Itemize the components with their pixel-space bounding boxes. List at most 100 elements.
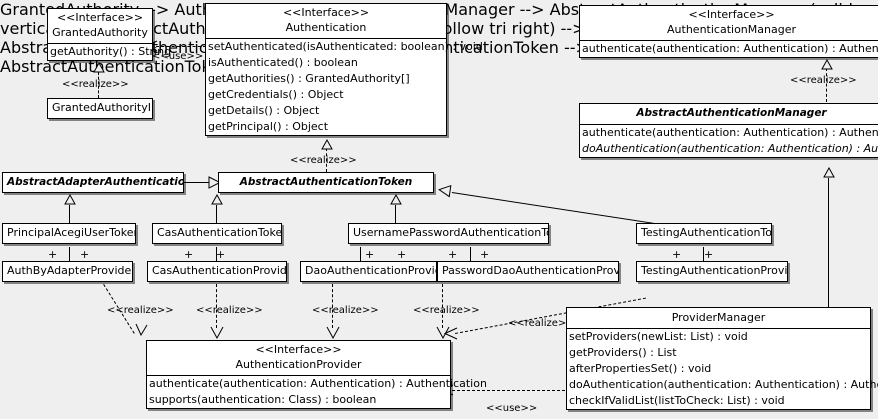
- class-box-auth-by-adapter-provider[interactable]: AuthByAdapterProvider: [2, 261, 133, 282]
- class-header-dao-authentication-provider: DaoAuthenticationProvider: [301, 262, 436, 281]
- stereotype-interface: <<Interface>>: [56, 11, 144, 24]
- multiplicity-3: +: [184, 248, 194, 261]
- arrowhead-generalization-cas-token: [211, 194, 223, 205]
- operation-authenticate: authenticate(authentication: Authenticat…: [582, 126, 878, 139]
- arrowhead-generalization-testing-token: [438, 184, 452, 198]
- class-name-auth-by-adapter-provider: AuthByAdapterProvider: [7, 264, 132, 277]
- label-realize-testing-provider: <<realize>>: [508, 318, 575, 329]
- class-header-provider-manager: ProviderManager: [567, 308, 870, 328]
- association-cas-token-cas-provider: [216, 247, 217, 261]
- class-header-authentication: <<Interface>> Authentication: [206, 4, 446, 38]
- arrowhead-generalization-adapter-token: [208, 176, 221, 189]
- class-header-auth-by-adapter-provider: AuthByAdapterProvider: [3, 262, 132, 281]
- arrowhead-generalization-username-password-token: [390, 194, 402, 205]
- operation-authenticate: authenticate(authentication: Authenticat…: [582, 42, 878, 55]
- operation-check-if-valid-list: checkIfValidList(listToCheck: List) : vo…: [569, 394, 785, 407]
- arrowhead-realize-testing-provider: [444, 327, 458, 340]
- arrowhead-realize-auth-by-adapter: [134, 322, 148, 336]
- label-use-granted-authority: <<use>>: [152, 51, 204, 62]
- class-header-abstract-authentication-token: AbstractAuthenticationToken: [219, 173, 433, 192]
- operation-get-authorities: getAuthorities() : GrantedAuthority[]: [208, 72, 410, 85]
- class-header-cas-authentication-token: CasAuthenticationToken: [153, 224, 281, 243]
- arrowhead-realize-dao-provider: [326, 325, 340, 339]
- connector-realize-cas-provider: [216, 284, 217, 328]
- connector-generalization-principal-acegi-token: [69, 205, 70, 223]
- class-header-password-dao-authentication-provider: PasswordDaoAuthenticationProvider: [438, 262, 618, 281]
- arrowhead-realize-cas-provider: [210, 325, 224, 339]
- label-realize-granted-authority-impl: <<realize>>: [62, 79, 129, 90]
- multiplicity-6: +: [397, 248, 407, 261]
- class-name-authentication: Authentication: [285, 21, 367, 34]
- class-name-abstract-adapter-authentication-token: AbstractAdapterAuthenticationToken: [7, 176, 183, 188]
- class-box-authentication[interactable]: <<Interface>> Authentication setAuthenti…: [205, 3, 483, 136]
- multiplicity-1: +: [48, 248, 58, 261]
- class-box-cas-authentication-token[interactable]: CasAuthenticationToken: [152, 223, 282, 244]
- label-realize-cas-provider: <<realize>>: [196, 305, 263, 316]
- class-box-abstract-adapter-authentication-token[interactable]: AbstractAdapterAuthenticationToken: [2, 172, 184, 193]
- multiplicity-4: +: [216, 248, 226, 261]
- class-header-granted-authority: <<Interface>> GrantedAuthority: [48, 9, 152, 43]
- class-name-granted-authority-impl: GrantedAuthorityImpl: [52, 101, 152, 114]
- class-name-provider-manager: ProviderManager: [671, 311, 766, 324]
- label-use-provider-manager: <<use>>: [486, 403, 538, 414]
- label-realize-abstract-auth-token: <<realize>>: [290, 155, 357, 166]
- class-box-granted-authority-impl[interactable]: GrantedAuthorityImpl: [47, 98, 153, 119]
- class-header-granted-authority-impl: GrantedAuthorityImpl: [48, 99, 152, 118]
- class-name-password-dao-authentication-provider: PasswordDaoAuthenticationProvider: [442, 264, 618, 277]
- arrowhead-realize-abstract-auth-manager: [821, 59, 833, 70]
- label-realize-dao-provider: <<realize>>: [312, 305, 379, 316]
- operation-authenticate: authenticate(authentication: Authenticat…: [149, 377, 487, 390]
- arrowhead-generalization-principal-acegi-token: [64, 194, 76, 205]
- stereotype-interface: <<Interface>>: [688, 8, 775, 21]
- class-header-authentication-provider: <<Interface>> AuthenticationProvider: [147, 341, 450, 375]
- class-box-abstract-authentication-token[interactable]: AbstractAuthenticationToken: [218, 172, 434, 193]
- connector-generalization-username-password-token: [395, 205, 396, 223]
- class-header-username-password-authentication-token: UsernamePasswordAuthenticationToken: [349, 224, 548, 243]
- label-realize-password-dao-provider: <<realize>>: [413, 305, 480, 316]
- association-principal-acegi-auth-by-adapter: [69, 247, 70, 261]
- class-name-dao-authentication-provider: DaoAuthenticationProvider: [305, 264, 436, 277]
- class-box-principal-acegi-user-token[interactable]: PrincipalAcegiUserToken: [2, 223, 136, 244]
- class-header-authentication-manager: <<Interface>> AuthenticationManager: [580, 6, 878, 40]
- multiplicity-5: +: [365, 248, 375, 261]
- class-name-abstract-authentication-manager: AbstractAuthenticationManager: [636, 107, 827, 119]
- class-box-abstract-authentication-manager[interactable]: AbstractAuthenticationManager authentica…: [579, 103, 878, 158]
- operation-do-authentication: doAuthentication(authentication: Authent…: [582, 142, 878, 155]
- class-header-testing-authentication-provider: TestingAuthenticationProvider: [637, 262, 787, 281]
- stereotype-interface: <<Interface>>: [255, 343, 342, 356]
- operations-abstract-authentication-manager: authenticate(authentication: Authenticat…: [580, 124, 878, 157]
- label-realize-auth-by-adapter: <<realize>>: [107, 305, 174, 316]
- connector-generalization-cas-token: [216, 205, 217, 223]
- operation-get-details: getDetails() : Object: [208, 104, 320, 117]
- class-box-cas-authentication-provider[interactable]: CasAuthenticationProvider: [147, 261, 287, 282]
- class-box-dao-authentication-provider[interactable]: DaoAuthenticationProvider: [300, 261, 437, 282]
- operation-get-authority: getAuthority() : String: [50, 45, 172, 58]
- stereotype-interface: <<Interface>>: [282, 6, 370, 19]
- class-box-authentication-manager[interactable]: <<Interface>> AuthenticationManager auth…: [579, 5, 878, 58]
- arrowhead-realize-password-dao-provider: [436, 325, 450, 339]
- class-box-password-dao-authentication-provider[interactable]: PasswordDaoAuthenticationProvider: [437, 261, 619, 282]
- label-realize-abstract-auth-manager: <<realize>>: [790, 75, 857, 86]
- class-name-principal-acegi-user-token: PrincipalAcegiUserToken: [7, 226, 135, 239]
- multiplicity-9: +: [672, 248, 682, 261]
- class-box-testing-authentication-token[interactable]: TestingAuthenticationToken: [636, 223, 772, 244]
- class-box-granted-authority[interactable]: <<Interface>> GrantedAuthority getAuthor…: [47, 8, 172, 61]
- operation-after-properties-set: afterPropertiesSet() : void: [569, 362, 712, 375]
- class-header-testing-authentication-token: TestingAuthenticationToken: [637, 224, 771, 243]
- class-box-provider-manager[interactable]: ProviderManager setProviders(newList: Li…: [566, 307, 878, 410]
- arrowhead-realize-abstract-auth-token: [321, 139, 333, 150]
- class-header-cas-authentication-provider: CasAuthenticationProvider: [148, 262, 286, 281]
- arrowhead-generalization-provider-manager: [823, 167, 835, 178]
- connector-realize-dao-provider: [332, 284, 333, 328]
- class-name-authentication-provider: AuthenticationProvider: [235, 358, 362, 371]
- multiplicity-10: +: [704, 248, 714, 261]
- class-box-authentication-provider[interactable]: <<Interface>> AuthenticationProvider aut…: [146, 340, 487, 409]
- class-name-cas-authentication-provider: CasAuthenticationProvider: [152, 264, 286, 277]
- class-box-username-password-authentication-token[interactable]: UsernamePasswordAuthenticationToken: [348, 223, 549, 244]
- operation-do-authentication: doAuthentication(authentication: Authent…: [569, 378, 878, 391]
- connector-generalization-adapter-token: [184, 182, 210, 183]
- class-name-cas-authentication-token: CasAuthenticationToken: [157, 226, 281, 239]
- operations-granted-authority: getAuthority() : String: [48, 43, 172, 60]
- class-box-testing-authentication-provider[interactable]: TestingAuthenticationProvider: [636, 261, 788, 282]
